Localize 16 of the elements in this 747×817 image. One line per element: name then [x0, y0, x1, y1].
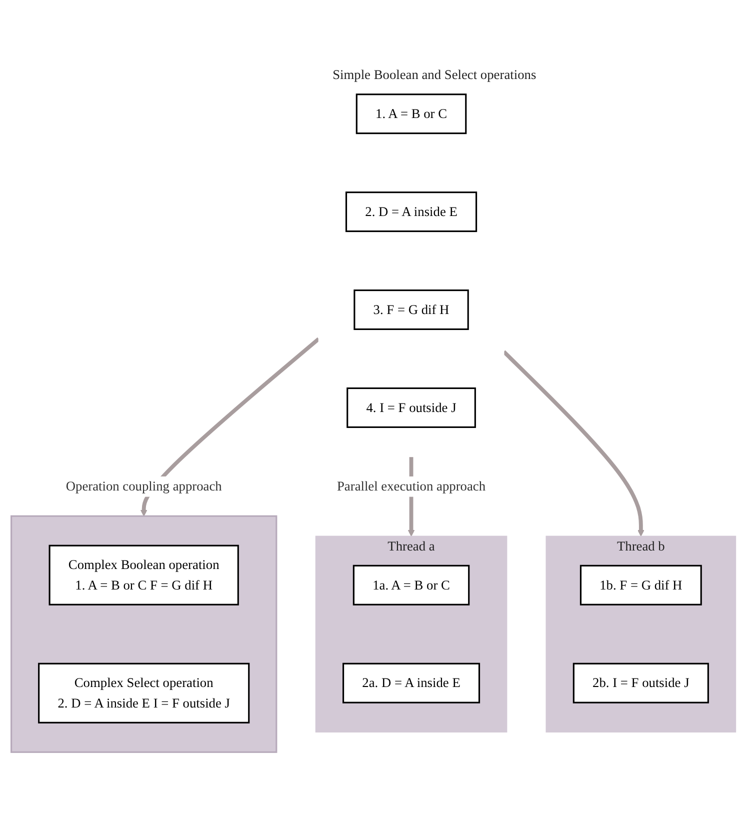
edge-label: Parallel execution approach: [336, 478, 486, 494]
node-box: 2. D = A inside E: [345, 192, 478, 232]
node-text: Simple Boolean and Select operations: [332, 67, 536, 82]
node-box: 2a. D = A inside E: [342, 662, 480, 704]
edge-label: Operation coupling approach: [66, 478, 222, 494]
node-box: 4. I = F outside J: [346, 387, 476, 428]
arrow: [502, 350, 644, 536]
arrow: [140, 337, 320, 516]
node-box: 1. A = B or C: [356, 94, 467, 134]
node-box: 1a. A = B or C: [352, 564, 470, 606]
node-box: Complex Boolean operation 1. A = B or C F = G dif H: [48, 544, 239, 606]
cluster: [10, 515, 278, 753]
node-box: Complex Select operation 2. D = A inside E I = F outside J: [38, 662, 250, 724]
node-box: 1b. F = G dif H: [580, 564, 702, 606]
node-box: 3. F = G dif H: [354, 290, 469, 330]
node-box: 2b. I = F outside J: [572, 662, 709, 704]
